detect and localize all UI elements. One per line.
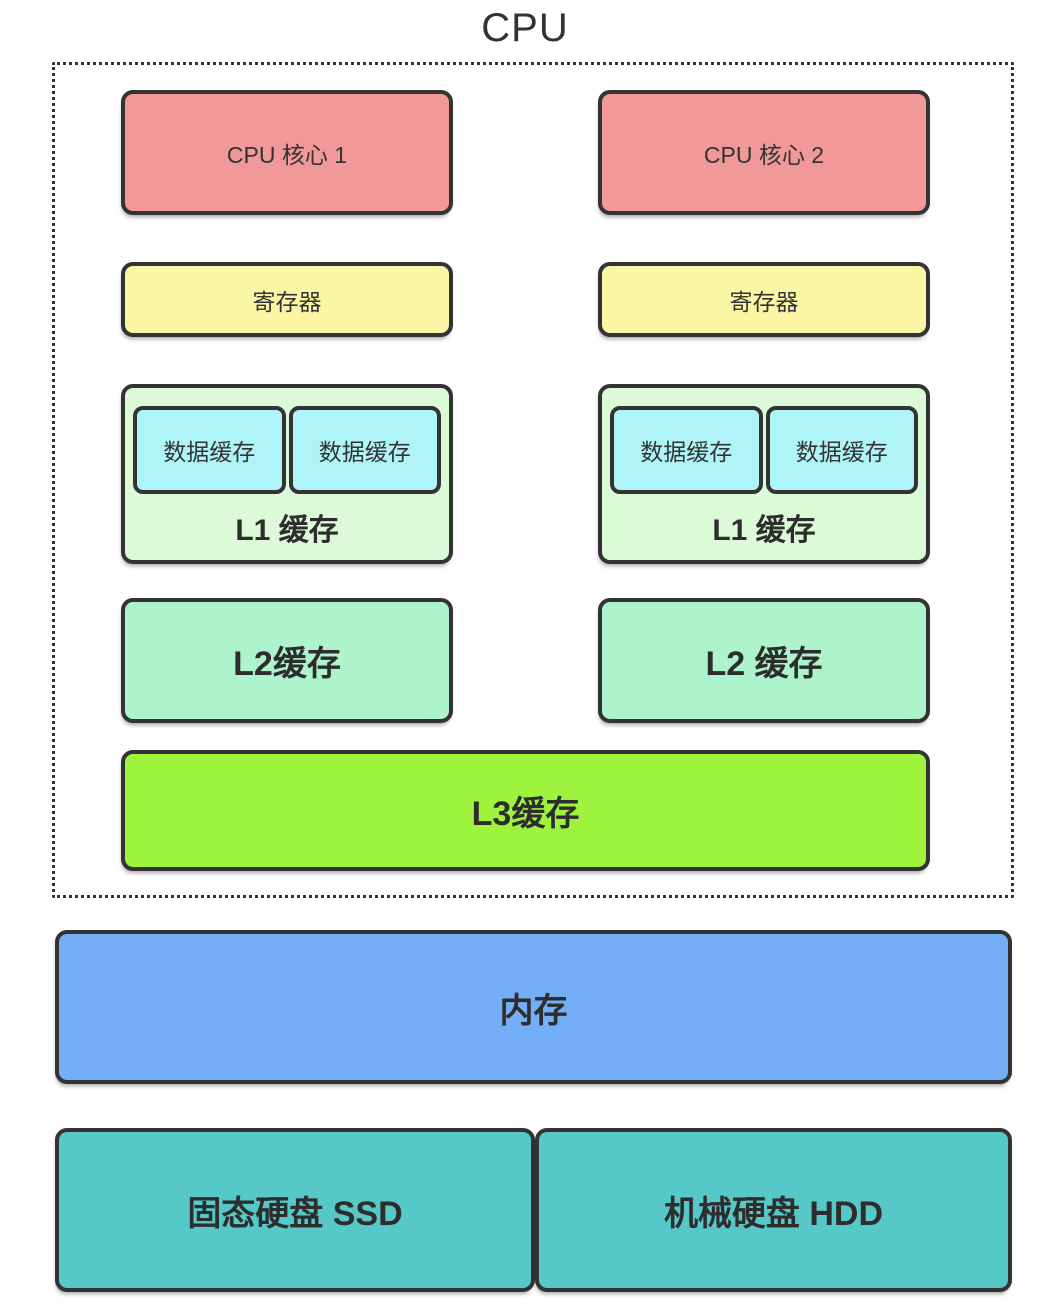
hdd-label: 机械硬盘 HDD <box>663 1194 884 1233</box>
ssd-label: 固态硬盘 SSD <box>187 1194 403 1233</box>
ssd-box: 固态硬盘 SSD <box>55 1128 535 1292</box>
l2-cache-1-box: L2缓存 <box>121 598 453 723</box>
memory-box: 内存 <box>55 930 1012 1084</box>
l3-cache-box: L3缓存 <box>121 750 930 871</box>
cpu-package-boundary <box>52 62 1014 898</box>
data-cache-box: 数据缓存 <box>765 406 918 494</box>
cpu-core-2-box: CPU 核心 2 <box>598 90 930 215</box>
cpu-core-2-label: CPU 核心 2 <box>703 141 825 168</box>
l2-cache-2-label: L2 缓存 <box>705 645 823 683</box>
data-cache-label: 数据缓存 <box>318 439 411 465</box>
l1-cache-2-label: L1 缓存 <box>712 514 816 547</box>
hdd-box: 机械硬盘 HDD <box>535 1128 1012 1292</box>
l3-cache-label: L3缓存 <box>471 795 580 833</box>
cpu-core-1-box: CPU 核心 1 <box>121 90 453 215</box>
cpu-core-1-label: CPU 核心 1 <box>226 141 348 168</box>
register-1-box: 寄存器 <box>121 262 453 337</box>
data-cache-label: 数据缓存 <box>795 439 888 465</box>
l2-cache-1-label: L2缓存 <box>233 645 341 683</box>
register-1-label: 寄存器 <box>252 288 322 315</box>
register-2-label: 寄存器 <box>729 288 799 315</box>
l1-cache-1-data-caches: 数据缓存 数据缓存 <box>133 406 441 494</box>
l1-cache-2-data-caches: 数据缓存 数据缓存 <box>610 406 918 494</box>
l2-cache-2-box: L2 缓存 <box>598 598 930 723</box>
data-cache-label: 数据缓存 <box>640 439 733 465</box>
data-cache-box: 数据缓存 <box>288 406 441 494</box>
l1-cache-1-label: L1 缓存 <box>235 514 339 547</box>
data-cache-box: 数据缓存 <box>133 406 286 494</box>
memory-label: 内存 <box>499 991 568 1030</box>
data-cache-box: 数据缓存 <box>610 406 763 494</box>
register-2-box: 寄存器 <box>598 262 930 337</box>
l1-cache-2-box: 数据缓存 数据缓存 L1 缓存 <box>598 384 930 564</box>
data-cache-label: 数据缓存 <box>163 439 256 465</box>
l1-cache-1-box: 数据缓存 数据缓存 L1 缓存 <box>121 384 453 564</box>
cpu-title: CPU <box>481 6 569 50</box>
